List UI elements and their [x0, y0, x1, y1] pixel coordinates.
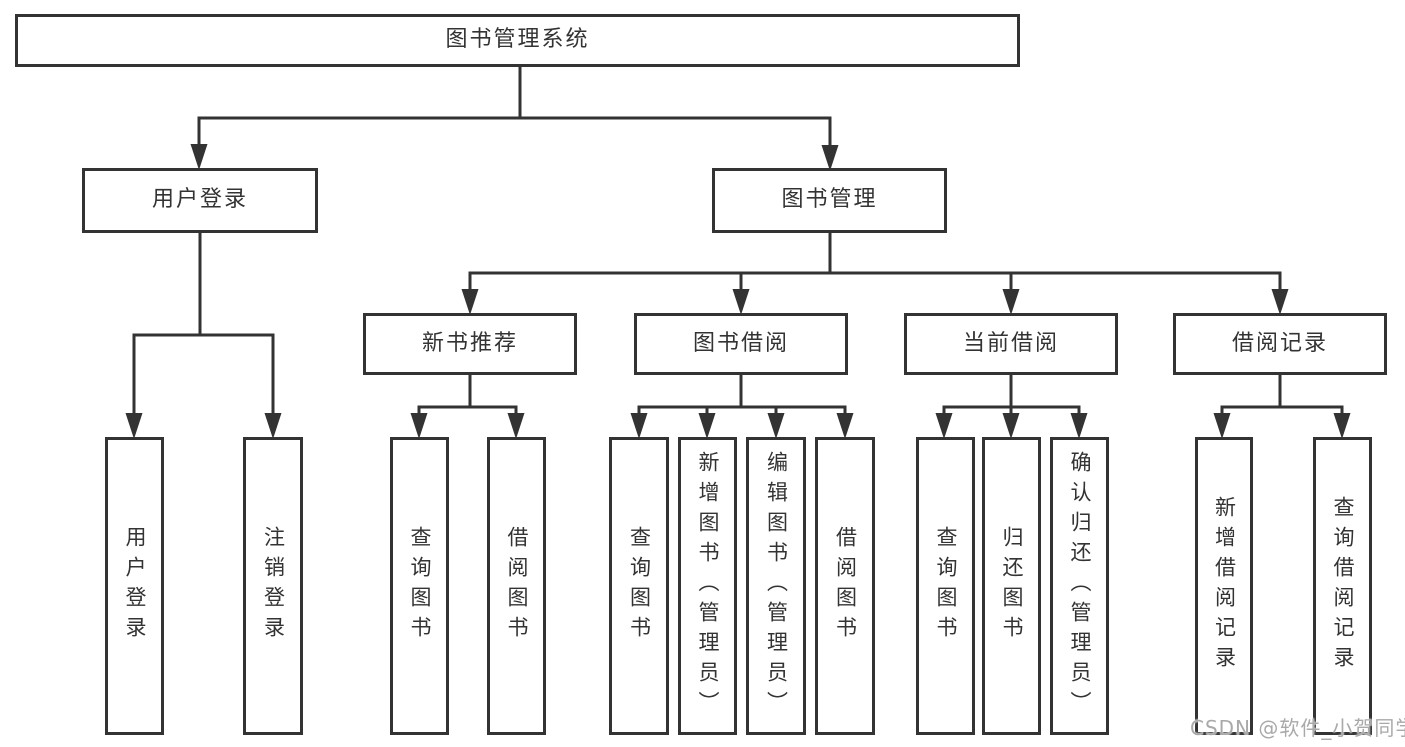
- node-borrow-records-label: 借阅记录: [1231, 330, 1328, 356]
- leaf-confirm-return-admin: 确认归还（管理员）: [1050, 437, 1109, 735]
- node-current-borrow: 当前借阅: [904, 313, 1118, 375]
- node-book-management: 图书管理: [712, 168, 947, 233]
- leaf-borrow-books-recommend: 借阅图书: [487, 437, 546, 735]
- leaf-query-books-borrow: 查询图书: [609, 437, 669, 735]
- leaf-add-books-admin: 新增图书（管理员）: [678, 437, 737, 735]
- leaf-user-login: 用户登录: [105, 437, 164, 735]
- leaf-return-books: 归还图书: [982, 437, 1041, 735]
- watermark: CSDN @软件_小贺同学: [1190, 716, 1405, 740]
- arrow-down-icon: [767, 413, 785, 439]
- node-borrow-records: 借阅记录: [1173, 313, 1387, 375]
- leaf-query-books-recommend-label: 查询图书: [408, 526, 432, 646]
- arrow-down-icon: [264, 413, 282, 439]
- leaf-logout: 注销登录: [243, 437, 303, 735]
- leaf-edit-books-admin: 编辑图书（管理员）: [746, 437, 806, 735]
- leaf-query-books-recommend: 查询图书: [390, 437, 449, 735]
- leaf-confirm-return-admin-label: 确认归还（管理员）: [1068, 451, 1092, 721]
- arrow-down-icon: [1213, 413, 1231, 439]
- leaf-borrow-books-label: 借阅图书: [833, 526, 858, 646]
- node-book-borrow-label: 图书借阅: [692, 330, 789, 356]
- node-new-book-recommend-label: 新书推荐: [421, 330, 518, 356]
- leaf-query-borrow-record: 查询借阅记录: [1313, 437, 1372, 735]
- leaf-borrow-books: 借阅图书: [815, 437, 875, 735]
- arrow-down-icon: [125, 413, 143, 439]
- node-library-system-label: 图书管理系统: [445, 27, 590, 53]
- node-new-book-recommend: 新书推荐: [363, 313, 577, 375]
- arrow-down-icon: [935, 413, 953, 439]
- arrow-down-icon: [732, 289, 750, 315]
- node-user-login-label: 用户登录: [151, 187, 248, 213]
- arrow-down-icon: [1002, 289, 1020, 315]
- arrow-down-icon: [1271, 289, 1289, 315]
- node-book-management-label: 图书管理: [781, 187, 878, 213]
- node-user-login: 用户登录: [82, 168, 318, 233]
- arrow-down-icon: [461, 289, 479, 315]
- arrow-down-icon: [630, 413, 648, 439]
- arrow-down-icon: [836, 413, 854, 439]
- arrow-down-icon: [1070, 413, 1088, 439]
- leaf-add-borrow-record-label: 新增借阅记录: [1212, 496, 1237, 676]
- arrow-down-icon: [410, 413, 428, 439]
- leaf-return-books-label: 归还图书: [1000, 526, 1024, 646]
- node-book-borrow: 图书借阅: [634, 313, 848, 375]
- leaf-logout-label: 注销登录: [261, 526, 286, 646]
- arrow-down-icon: [821, 145, 839, 171]
- arrow-down-icon: [507, 413, 525, 439]
- leaf-borrow-books-recommend-label: 借阅图书: [505, 526, 529, 646]
- leaf-query-books-current-label: 查询图书: [934, 526, 958, 646]
- leaf-add-books-admin-label: 新增图书（管理员）: [696, 451, 720, 721]
- arrow-down-icon: [1002, 413, 1020, 439]
- node-current-borrow-label: 当前借阅: [962, 330, 1059, 356]
- arrow-down-icon: [698, 413, 716, 439]
- arrow-down-icon: [190, 144, 208, 170]
- leaf-edit-books-admin-label: 编辑图书（管理员）: [764, 451, 789, 721]
- node-library-system: 图书管理系统: [15, 14, 1020, 67]
- leaf-add-borrow-record: 新增借阅记录: [1195, 437, 1253, 735]
- leaf-user-login-label: 用户登录: [123, 526, 147, 646]
- leaf-query-books-current: 查询图书: [916, 437, 975, 735]
- leaf-query-borrow-record-label: 查询借阅记录: [1331, 496, 1355, 676]
- arrowhead-icons: [125, 144, 1351, 439]
- leaf-query-books-borrow-label: 查询图书: [627, 526, 652, 646]
- arrow-down-icon: [1333, 413, 1351, 439]
